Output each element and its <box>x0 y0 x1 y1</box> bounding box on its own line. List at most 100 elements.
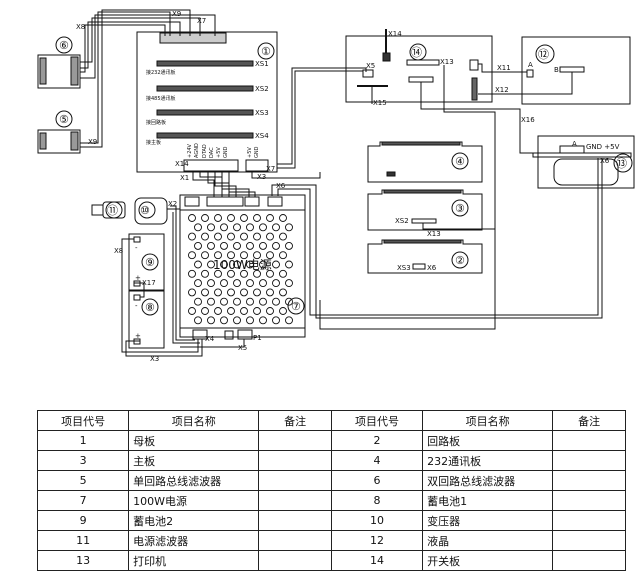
vent-hole <box>214 307 222 315</box>
vent-hole <box>227 307 235 315</box>
label-single-filter: ⑤ <box>59 113 69 126</box>
vent-hole <box>188 288 196 297</box>
vent-hole <box>201 232 209 241</box>
cell-note1 <box>258 550 332 571</box>
vent-hole <box>240 251 248 260</box>
connector-x7-mb: X7 <box>266 165 275 173</box>
battery-1-plus: + <box>135 332 141 340</box>
vent-hole <box>259 316 267 325</box>
vent-hole <box>220 260 228 269</box>
terminal-block-x3 <box>245 159 269 172</box>
vent-hole <box>285 260 293 269</box>
cell-code2: 12 <box>330 530 424 551</box>
terminal-block-x14 <box>183 159 239 172</box>
vent-hole <box>259 279 267 288</box>
vent-hole <box>266 269 274 278</box>
connector-x2: X2 <box>168 200 177 208</box>
label-printer: ⑬ <box>616 157 627 170</box>
slot-xs3 <box>156 109 254 116</box>
vent-hole <box>240 288 248 297</box>
lcd <box>521 36 631 105</box>
connector-x13-board: X13 <box>427 230 441 238</box>
vent-hole <box>246 241 254 250</box>
connector-x5: X5 <box>366 62 375 70</box>
connector-x6-printer: X6 <box>600 157 610 165</box>
cell-note2 <box>552 530 626 551</box>
label-power-filter: ⑪ <box>107 204 118 217</box>
connector-x11: X11 <box>497 64 511 72</box>
cell-code1: 1 <box>36 430 130 451</box>
connector-x8-batt: X8 <box>114 247 123 255</box>
header-code-1: 项目代号 <box>36 410 130 431</box>
vent-hole <box>227 232 235 241</box>
label-comm-board: ④ <box>455 155 465 168</box>
pin-a-lcd: A <box>528 61 533 69</box>
vent-hole <box>194 316 202 325</box>
cell-note1 <box>258 430 332 451</box>
cell-code2: 2 <box>330 430 424 451</box>
cell-name1: 电源滤波器 <box>128 530 260 551</box>
connector-xs2: XS2 <box>255 85 269 93</box>
vent-hole <box>188 307 196 315</box>
vent-hole <box>214 214 222 222</box>
vent-hole <box>207 297 215 306</box>
vent-hole <box>194 223 202 232</box>
vent-hole <box>279 269 287 278</box>
vent-hole <box>194 279 202 288</box>
slot-note-0: 接232通讯板 <box>146 69 176 76</box>
vent-hole <box>285 297 293 306</box>
terminal-label-0: +24V <box>187 143 193 158</box>
cell-name2: 双回路总线滤波器 <box>422 470 554 491</box>
label-dual-filter: ⑥ <box>59 39 69 52</box>
connector-xs1: XS1 <box>255 60 269 68</box>
cell-name2: 变压器 <box>422 510 554 531</box>
header-note-1: 备注 <box>258 410 332 431</box>
vent-hole <box>220 241 228 250</box>
vent-hole <box>266 288 274 297</box>
vent-hole <box>227 269 235 278</box>
vent-hole <box>279 307 287 315</box>
connector-x3-batt: X3 <box>150 355 159 363</box>
cell-note1 <box>258 470 332 491</box>
vent-hole <box>201 214 209 222</box>
pin-a-printer: A <box>572 140 577 148</box>
connector-xs4: XS4 <box>255 132 269 140</box>
label-psu: ⑦ <box>291 300 301 313</box>
connector-x14: X14 <box>388 30 402 38</box>
cell-name1: 单回路总线滤波器 <box>128 470 260 491</box>
vent-hole <box>227 288 235 297</box>
terminal-label-7: GND <box>254 146 260 158</box>
cell-code1: 5 <box>36 470 130 491</box>
vent-hole <box>194 260 202 269</box>
cell-name1: 蓄电池2 <box>128 510 260 531</box>
slot-xs2 <box>156 85 254 92</box>
connector-x9: X9 <box>172 10 181 18</box>
cell-name1: 100W电源 <box>128 490 260 511</box>
cell-code1: 3 <box>36 450 130 471</box>
vent-hole <box>246 297 254 306</box>
cell-name2: 回路板 <box>422 430 554 451</box>
vent-hole <box>272 223 280 232</box>
vent-hole <box>233 297 241 306</box>
vent-hole <box>266 214 274 222</box>
slot-note-1: 接485通讯板 <box>146 95 176 102</box>
terminal-label-4: +5V <box>216 147 222 158</box>
battery-2-plus: + <box>135 274 141 282</box>
cell-note2 <box>552 450 626 471</box>
vent-hole <box>259 223 267 232</box>
cell-name1: 打印机 <box>128 550 260 571</box>
vent-hole <box>272 316 280 325</box>
switch-board <box>345 35 493 103</box>
cell-note1 <box>258 490 332 511</box>
comm-board-232 <box>367 141 483 183</box>
psu-port-p1: P1 <box>253 334 262 342</box>
slot-xs4 <box>156 132 254 139</box>
vent-hole <box>240 232 248 241</box>
slot-note-3: 接主板 <box>146 139 161 146</box>
cell-code1: 13 <box>36 550 130 571</box>
connector-x16: X16 <box>521 116 535 124</box>
label-switch-board: ⑭ <box>411 46 422 59</box>
